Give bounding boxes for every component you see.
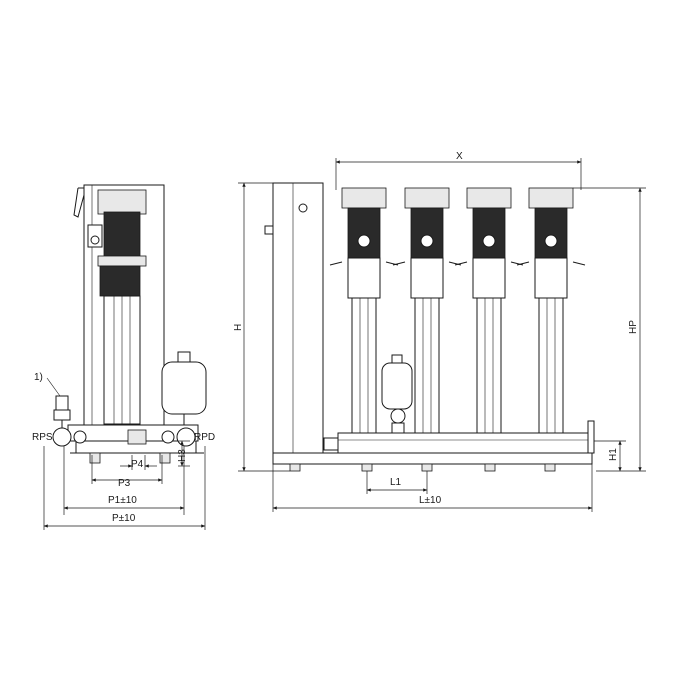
foot — [289, 463, 301, 472]
rpd-label: RPD — [194, 432, 215, 443]
h3-label: H3 — [177, 449, 188, 462]
rpd-valve — [176, 427, 196, 447]
front-manifold — [337, 432, 589, 454]
p-label: P±10 — [112, 513, 136, 524]
rps-label: RPS — [32, 432, 53, 443]
main-switch — [298, 203, 308, 213]
pump-1 — [329, 187, 399, 434]
h1-label: H1 — [608, 448, 619, 461]
l-label: L±10 — [419, 495, 442, 506]
note-label: 1) — [34, 372, 43, 383]
p3-label: P3 — [118, 478, 131, 489]
h-label: H — [233, 324, 244, 331]
foot — [421, 463, 433, 472]
hp-label: HP — [628, 320, 639, 334]
p4-label: P4 — [131, 459, 144, 470]
front-baseframe — [272, 452, 593, 465]
rps-valve — [52, 427, 72, 447]
side-cabinet-handle — [73, 187, 85, 218]
front-control-cabinet — [272, 182, 324, 454]
x-label: X — [456, 151, 463, 162]
side-view: 1) RPS RPD P4 H3 P3 P1±10 P±10 — [32, 184, 215, 530]
foot — [361, 463, 373, 472]
pump-2 — [392, 187, 462, 434]
front-view: X H HP H1 L1 L±10 — [233, 151, 646, 512]
side-motor — [97, 189, 147, 215]
pump-3 — [454, 187, 524, 434]
foot — [484, 463, 496, 472]
foot — [544, 463, 556, 472]
p1-label: P1±10 — [108, 495, 137, 506]
pump-4 — [516, 187, 586, 434]
front-pressure-vessel — [381, 362, 413, 410]
l1-label: L1 — [390, 477, 402, 488]
side-pressure-vessel — [161, 361, 207, 415]
